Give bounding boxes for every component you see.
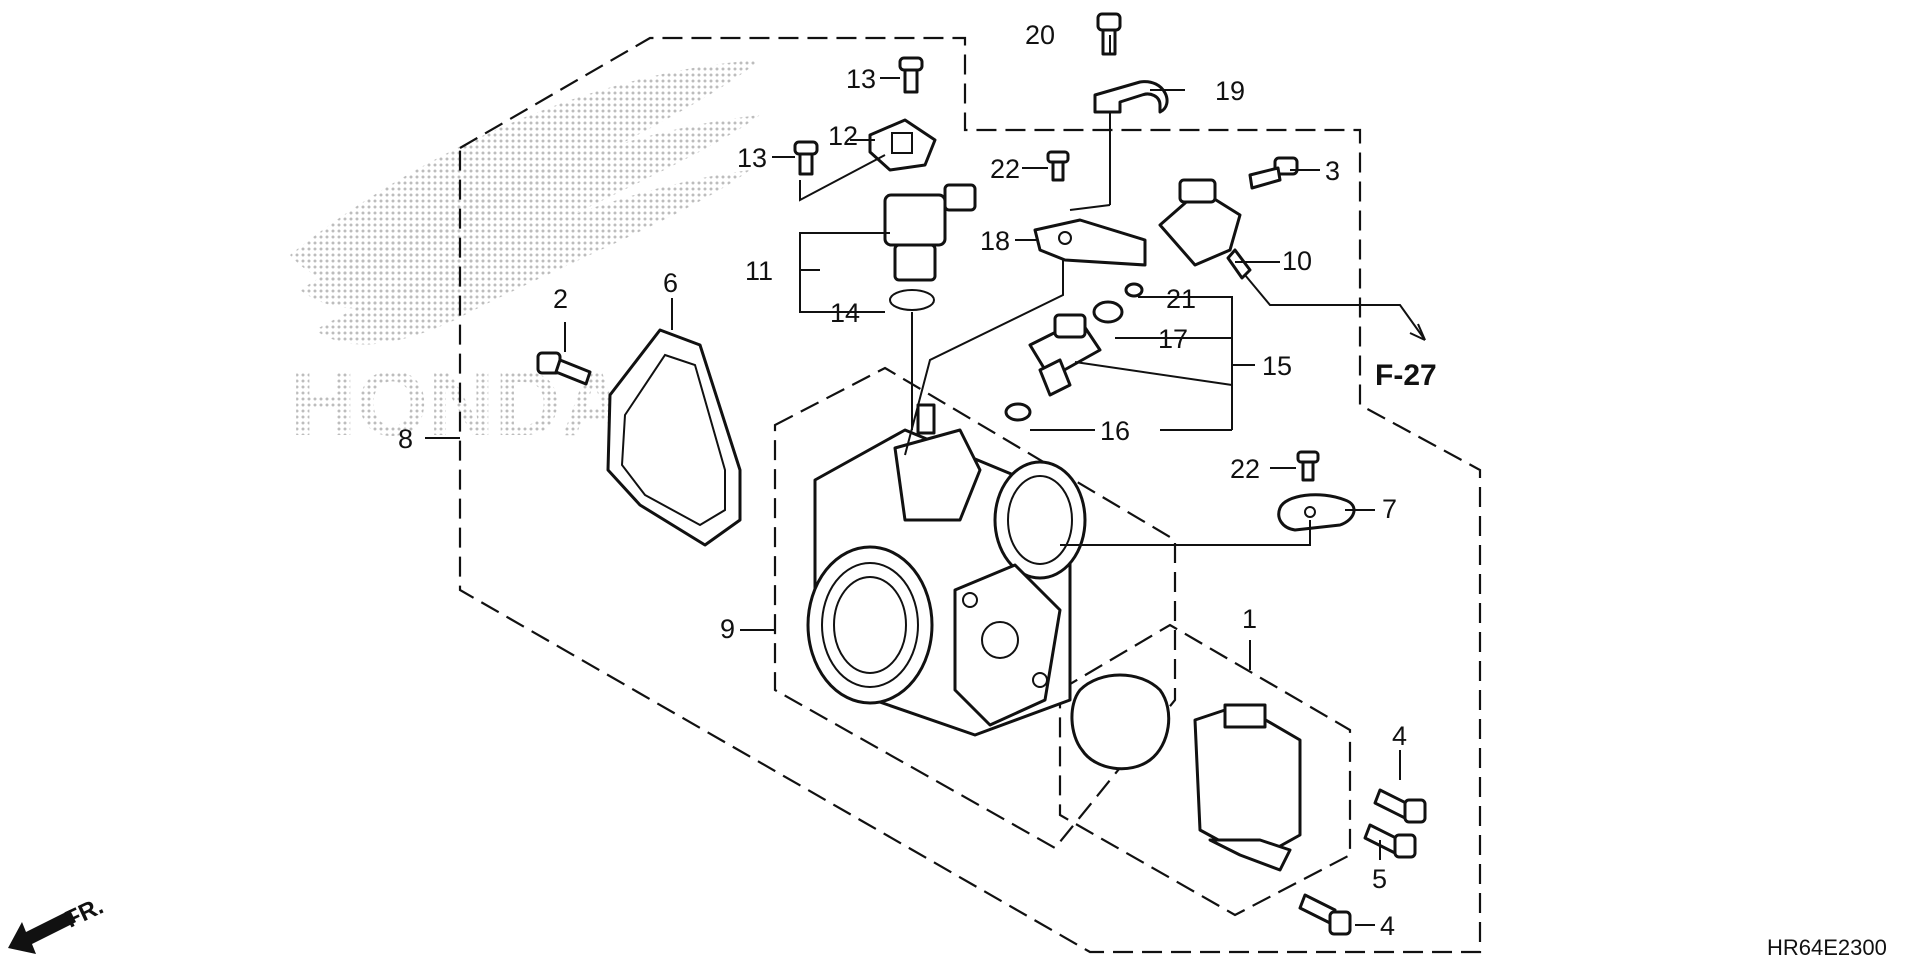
bracket-screw — [1046, 150, 1070, 182]
callout-22-upper: 22 — [990, 154, 1020, 184]
throttle-position-sensor — [1193, 703, 1302, 872]
callout-17: 17 — [1158, 324, 1188, 354]
callout-13-lower: 13 — [737, 143, 767, 173]
callout-5: 5 — [1372, 864, 1387, 894]
front-direction-label: FR. — [61, 893, 107, 934]
sensor-plate — [868, 118, 937, 172]
callout-19: 19 — [1215, 76, 1245, 106]
callout-6: 6 — [663, 268, 678, 298]
throttle-body-outline — [773, 366, 1177, 850]
callout-9: 9 — [720, 614, 735, 644]
callout-20: 20 — [1025, 20, 1055, 50]
hose-clamp — [1093, 80, 1169, 114]
throttle-cover — [606, 328, 742, 547]
injector-seal-upper — [1092, 300, 1124, 324]
injector-o-ring — [1124, 282, 1144, 298]
plate-screw-lower — [793, 140, 819, 176]
callouts: 20 19 13 12 13 22 3 18 10 11 14 21 17 15… — [398, 20, 1437, 941]
callout-2: 2 — [553, 284, 568, 314]
callout-16: 16 — [1100, 416, 1130, 446]
reference-label: F-27 — [1375, 359, 1437, 392]
callout-8: 8 — [398, 424, 413, 454]
sensor-bolt-lower — [1298, 893, 1352, 936]
mount-plate — [1277, 493, 1356, 532]
front-arrow-icon: FR. — [8, 893, 108, 954]
throttle-gasket — [1070, 673, 1171, 771]
callout-21: 21 — [1166, 284, 1196, 314]
intake-air-sensor — [883, 183, 977, 311]
cover-bolt — [536, 351, 592, 386]
sensor-bolt-upper — [1373, 788, 1427, 824]
callout-10: 10 — [1282, 246, 1312, 276]
plate-screw — [1296, 450, 1320, 482]
callout-7: 7 — [1382, 494, 1397, 524]
callout-13-upper: 13 — [846, 64, 876, 94]
plate-screw-upper — [898, 56, 924, 94]
callout-4-upper: 4 — [1392, 721, 1407, 751]
callout-1: 1 — [1242, 604, 1257, 634]
callout-11: 11 — [745, 256, 773, 286]
injector-seal-lower — [1004, 402, 1032, 422]
diagram-code: HR64E2300 — [1767, 935, 1887, 960]
callout-14: 14 — [830, 298, 860, 328]
callout-3: 3 — [1325, 156, 1340, 186]
sensor-bolt-middle — [1363, 823, 1417, 859]
leader-lines — [425, 35, 1426, 926]
sensor-group-outline — [1058, 623, 1352, 917]
callout-18: 18 — [980, 226, 1010, 256]
callout-12: 12 — [828, 121, 858, 151]
throttle-body — [806, 403, 1087, 737]
callout-15: 15 — [1262, 351, 1292, 381]
fuel-injector — [1028, 313, 1102, 397]
hose-bolt — [1248, 156, 1299, 190]
fuel-hose-joint — [1158, 178, 1252, 280]
callout-4-lower: 4 — [1380, 911, 1395, 941]
injector-bracket — [1033, 218, 1147, 267]
callout-22-lower: 22 — [1230, 454, 1260, 484]
